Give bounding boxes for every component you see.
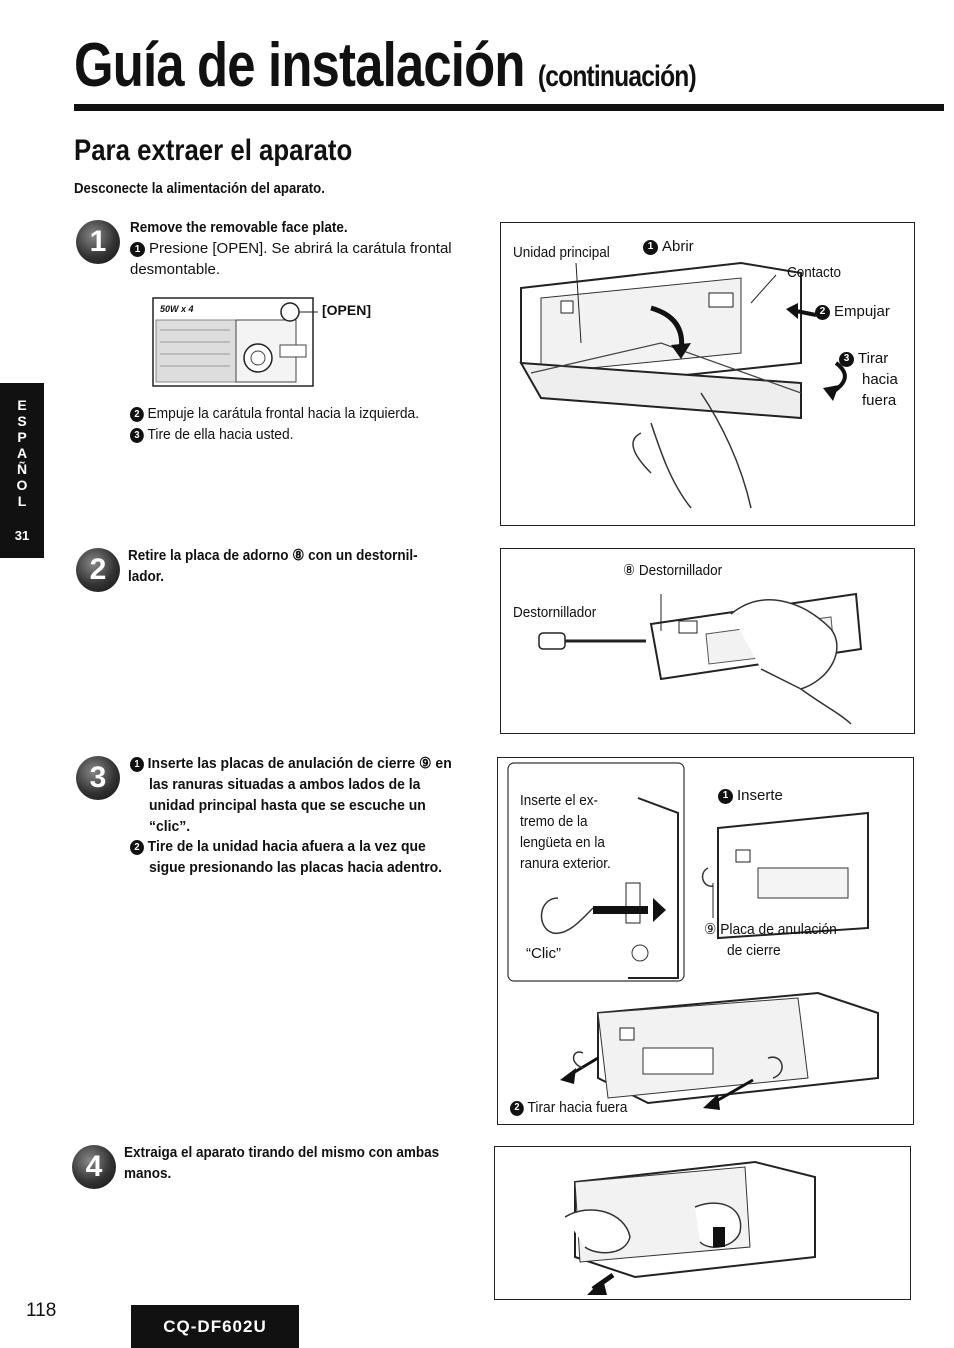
step-2-heading-1: Retire la placa de adorno ⑧ con un desto… xyxy=(128,547,418,564)
marker-icon: 1 xyxy=(718,788,733,804)
step-4-badge: 4 xyxy=(72,1145,116,1189)
faceplate-inset: 50W x 4 xyxy=(150,290,320,390)
step-text: Tire de la unidad hacia afuera a la vez … xyxy=(147,838,426,855)
tab-letter: E xyxy=(17,397,27,413)
marker-icon: 2 xyxy=(815,304,830,320)
marker-icon: 1 xyxy=(130,241,145,257)
tab-letter: Ñ xyxy=(16,461,28,477)
step-3-badge: 3 xyxy=(76,756,120,800)
tab-letter: S xyxy=(17,413,27,429)
title-sub: (continuación) xyxy=(537,60,697,93)
step-text: Inserte las placas de anulación de cierr… xyxy=(147,755,452,772)
label-fuera: fuera xyxy=(862,392,897,409)
title-main: Guía de instalación xyxy=(74,31,525,100)
step-text: Empuje la carátula frontal hacia la izqu… xyxy=(147,405,420,422)
step-text: Tire de ella hacia usted. xyxy=(147,426,294,443)
step-3-figure: Inserte el ex- tremo de la lengüeta en l… xyxy=(497,757,914,1125)
callout-line: tremo de la xyxy=(520,813,588,830)
marker-icon: 2 xyxy=(130,406,144,422)
section-intro: Desconecte la alimentación del aparato. xyxy=(74,180,325,197)
marker-icon: 1 xyxy=(130,756,144,772)
label-text: Inserte xyxy=(737,787,783,804)
step-number: 3 xyxy=(89,761,107,794)
language-tab: E S P A Ñ O L 31 xyxy=(0,383,44,558)
open-button-label: [OPEN] xyxy=(322,302,371,318)
label-unidad-principal: Unidad principal xyxy=(513,244,610,261)
label-text: Abrir xyxy=(662,238,694,255)
step-number: 4 xyxy=(85,1150,103,1183)
step-2-figure: ⑧ Destornillador Destornillador xyxy=(500,548,915,734)
label-text: Empujar xyxy=(834,303,890,320)
marker-icon: 2 xyxy=(130,839,144,855)
tab-letter: L xyxy=(17,493,27,509)
tab-letter: A xyxy=(16,445,28,461)
callout-line: ranura exterior. xyxy=(520,855,611,872)
step-1-badge: 1 xyxy=(76,220,120,264)
label-contacto: Contacto xyxy=(787,264,842,281)
step-number: 2 xyxy=(89,553,107,586)
callout-line: lengüeta en la xyxy=(520,834,605,851)
tab-letter: P xyxy=(17,429,27,445)
step-1-heading: Remove the removable face plate. xyxy=(130,219,348,236)
marker-icon: 3 xyxy=(130,427,144,443)
label-ref-destornillador: ⑧ Destornillador xyxy=(623,562,723,579)
step-text: “clic”. xyxy=(149,818,191,835)
step-text: las ranuras situadas a ambos lados de la xyxy=(149,776,421,793)
label-de-cierre: de cierre xyxy=(727,942,781,959)
model-badge: CQ-DF602U xyxy=(131,1305,299,1348)
label-destornillador: Destornillador xyxy=(513,604,597,621)
label-placa: ⑨ Placa de anulación xyxy=(704,921,837,938)
step-text: sigue presionando las placas hacia adent… xyxy=(149,859,443,876)
step-text: Presione [OPEN]. Se abrirá la carátula f… xyxy=(130,240,452,278)
page-number: 118 xyxy=(26,1300,57,1321)
label-hacia: hacia xyxy=(862,371,898,388)
page-title: Guía de instalación (continuación) xyxy=(74,30,697,101)
callout-text: Inserte el ex- tremo de la lengüeta en l… xyxy=(520,790,611,874)
marker-icon: 2 xyxy=(510,1100,524,1116)
step-number: 1 xyxy=(89,225,107,258)
step-4-figure xyxy=(494,1146,911,1300)
step-4-heading-1: Extraiga el aparato tirando del mismo co… xyxy=(124,1144,440,1161)
tab-number: 31 xyxy=(14,528,30,543)
step-4-heading-2: manos. xyxy=(124,1165,172,1182)
label-text: Tirar xyxy=(858,350,889,367)
label-clic: “Clic” xyxy=(526,945,561,962)
tab-letter: O xyxy=(16,477,28,493)
step-2-badge: 2 xyxy=(76,548,120,592)
section-title: Para extraer el aparato xyxy=(74,134,353,167)
marker-icon: 1 xyxy=(643,239,658,255)
inset-power-text: 50W x 4 xyxy=(160,304,194,314)
label-text: Tirar hacia fuera xyxy=(527,1099,628,1116)
marker-icon: 3 xyxy=(839,351,854,367)
step-2-heading-2: lador. xyxy=(128,568,165,585)
title-rule xyxy=(74,104,944,111)
step-text: unidad principal hasta que se escuche un xyxy=(149,797,426,814)
callout-line: Inserte el ex- xyxy=(520,792,599,809)
